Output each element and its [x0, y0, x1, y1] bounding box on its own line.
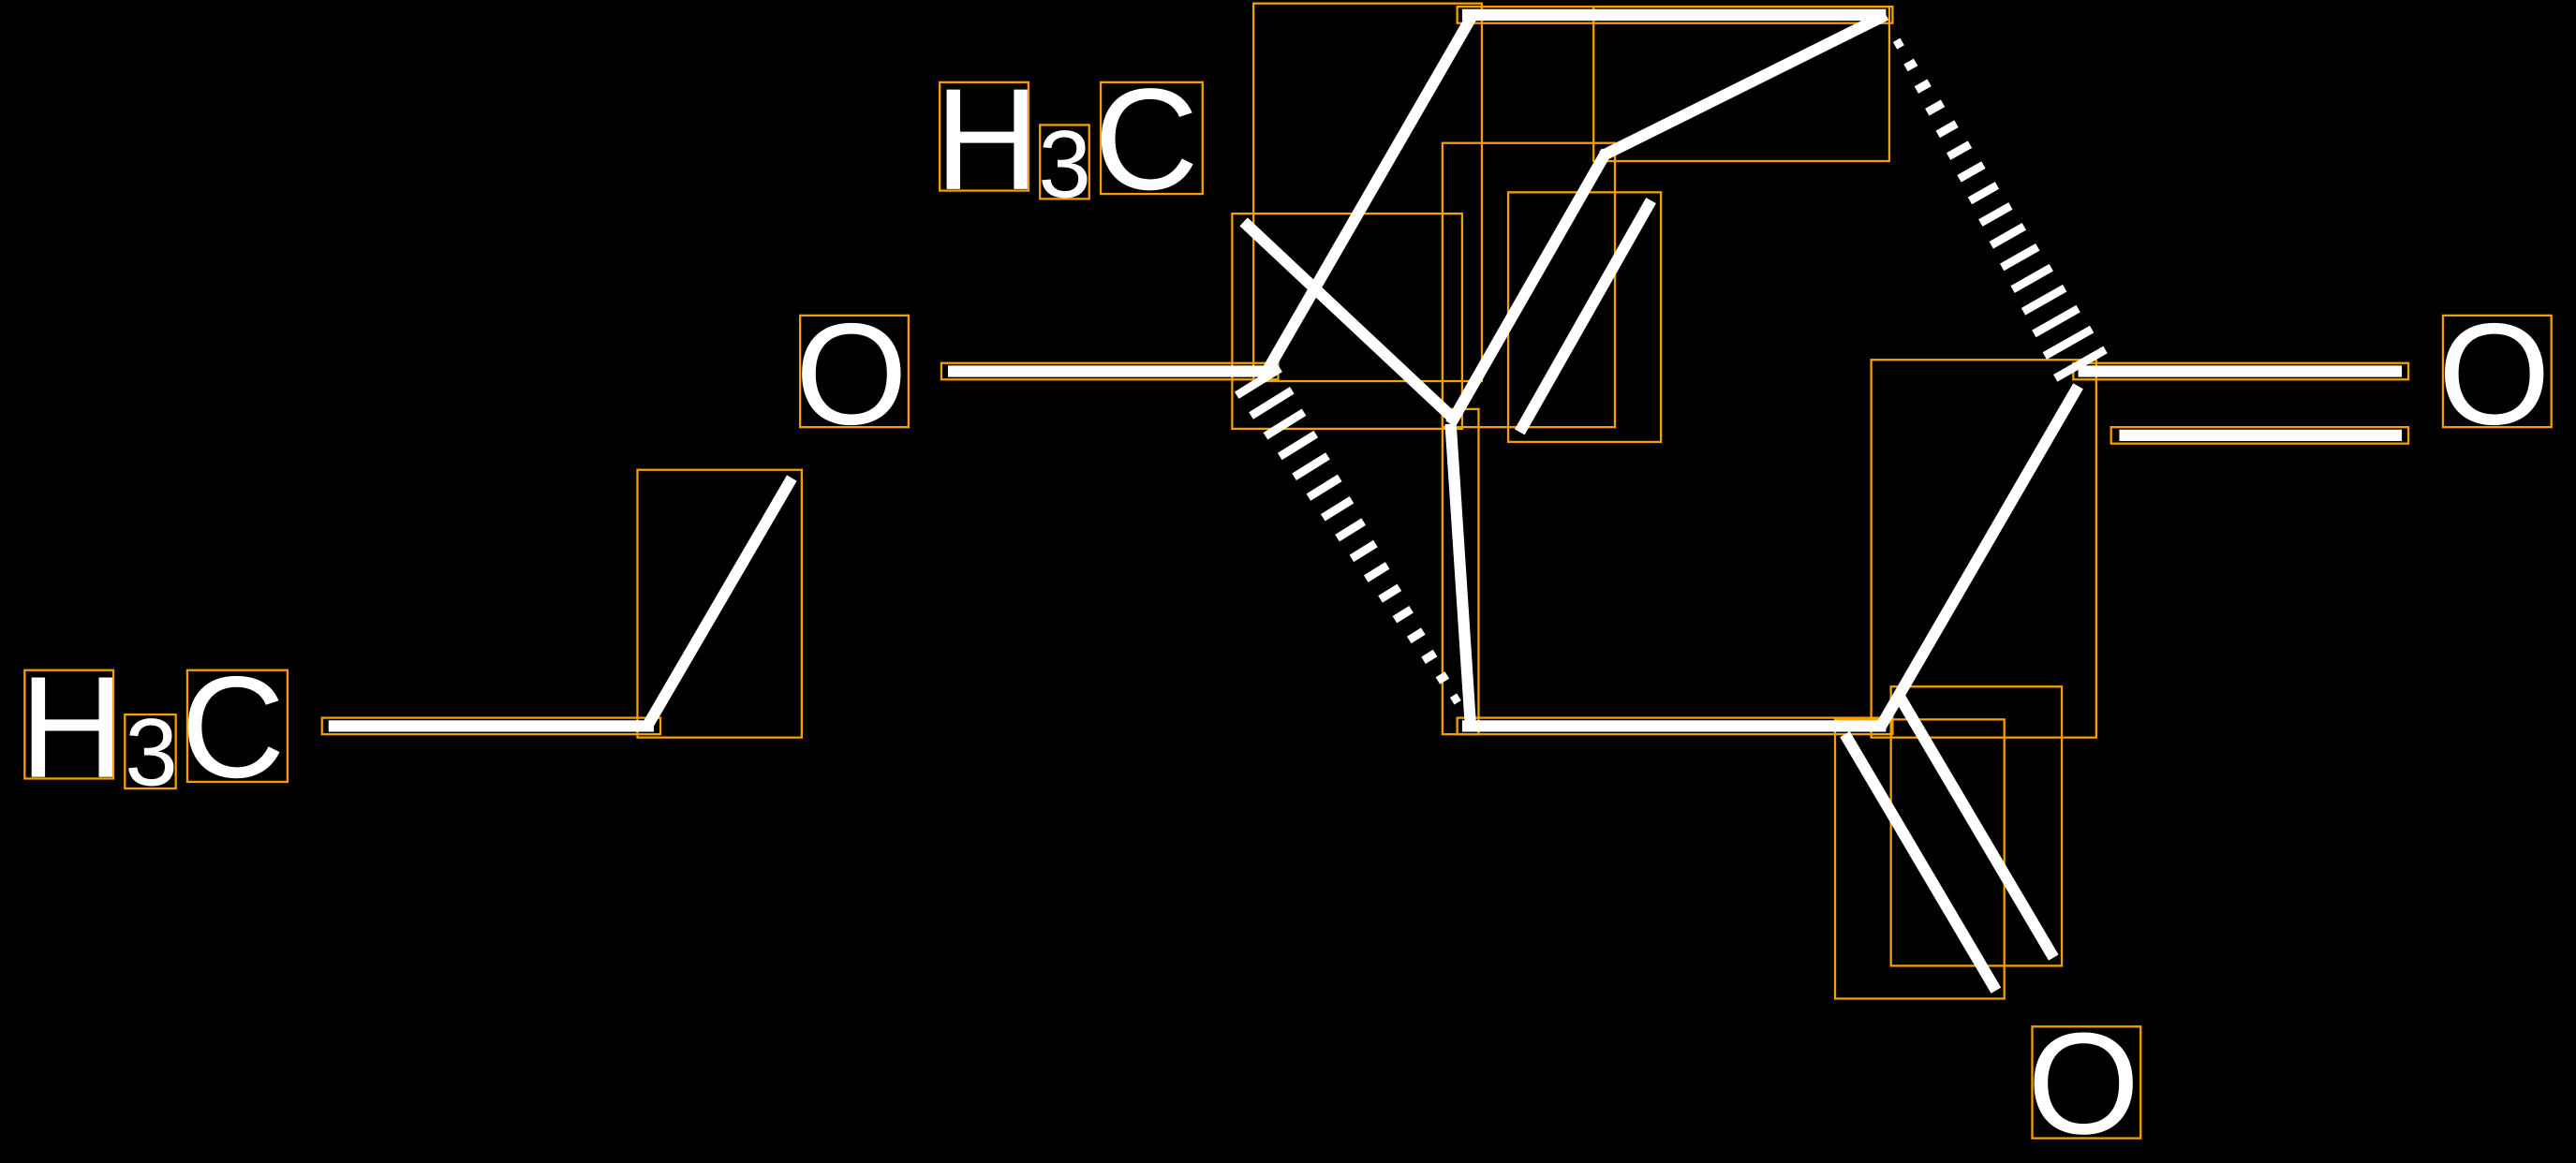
hash-mark — [1925, 99, 1946, 116]
hash-mark — [1903, 58, 1918, 72]
hash-mark — [1392, 605, 1414, 624]
hash-mark — [1234, 364, 1282, 399]
atom-label: C — [181, 646, 285, 808]
bond — [1444, 423, 1476, 724]
hash-mark — [1999, 243, 2040, 272]
hash-mark — [1978, 202, 2013, 227]
hash-mark — [1306, 474, 1342, 501]
hash-mark — [1989, 223, 2026, 249]
hash-mark — [1914, 79, 1932, 94]
bond — [1239, 217, 1458, 423]
hash-mark — [1946, 140, 1973, 160]
hash-mark — [1449, 693, 1461, 705]
bond — [1445, 148, 1612, 427]
hash-mark — [1335, 518, 1367, 542]
hash-mark — [1892, 37, 1904, 50]
hash-mark — [1292, 452, 1330, 481]
bond — [1840, 730, 2002, 994]
hash-mark — [1378, 583, 1402, 603]
bond — [1599, 9, 1889, 162]
hash-mark — [2042, 325, 2095, 360]
hashed-wedge-bonds — [1234, 37, 2108, 705]
hash-mark — [1320, 496, 1355, 522]
hash-mark — [2010, 263, 2053, 293]
atom-o-bottom: O — [2027, 1002, 2139, 1163]
hash-mark — [1435, 671, 1450, 685]
hash-mark — [1277, 430, 1319, 461]
atom-label: H — [935, 58, 1039, 220]
atom-h3c-left: H 3 C — [20, 646, 285, 808]
hash-mark — [1421, 649, 1438, 664]
hash-mark — [1249, 387, 1295, 420]
atom-h3c-top: H 3 C — [935, 58, 1199, 220]
bond — [1514, 198, 1656, 435]
bonds — [328, 8, 2403, 994]
hash-mark — [1406, 627, 1426, 644]
hash-mark — [2053, 346, 2108, 382]
bond — [1892, 690, 2059, 961]
hash-mark — [2021, 284, 2067, 316]
atom-subscript: 3 — [1038, 111, 1091, 218]
bond — [1875, 383, 2083, 729]
hash-mark — [1363, 562, 1390, 582]
hash-mark — [1349, 539, 1378, 563]
hash-mark — [2032, 304, 2080, 338]
atom-o-right: O — [2438, 293, 2551, 455]
bond — [642, 475, 797, 729]
atom-label: C — [1094, 58, 1198, 220]
hash-mark — [1935, 120, 1959, 139]
atom-label: H — [20, 646, 124, 808]
hash-mark — [1957, 161, 1986, 183]
bounding-boxes — [23, 2, 2553, 1140]
atom-o-left: O — [795, 293, 908, 455]
hash-mark — [1967, 182, 2000, 205]
atom-subscript: 3 — [125, 699, 178, 805]
bond — [1260, 10, 1479, 378]
hash-mark — [1263, 408, 1307, 440]
